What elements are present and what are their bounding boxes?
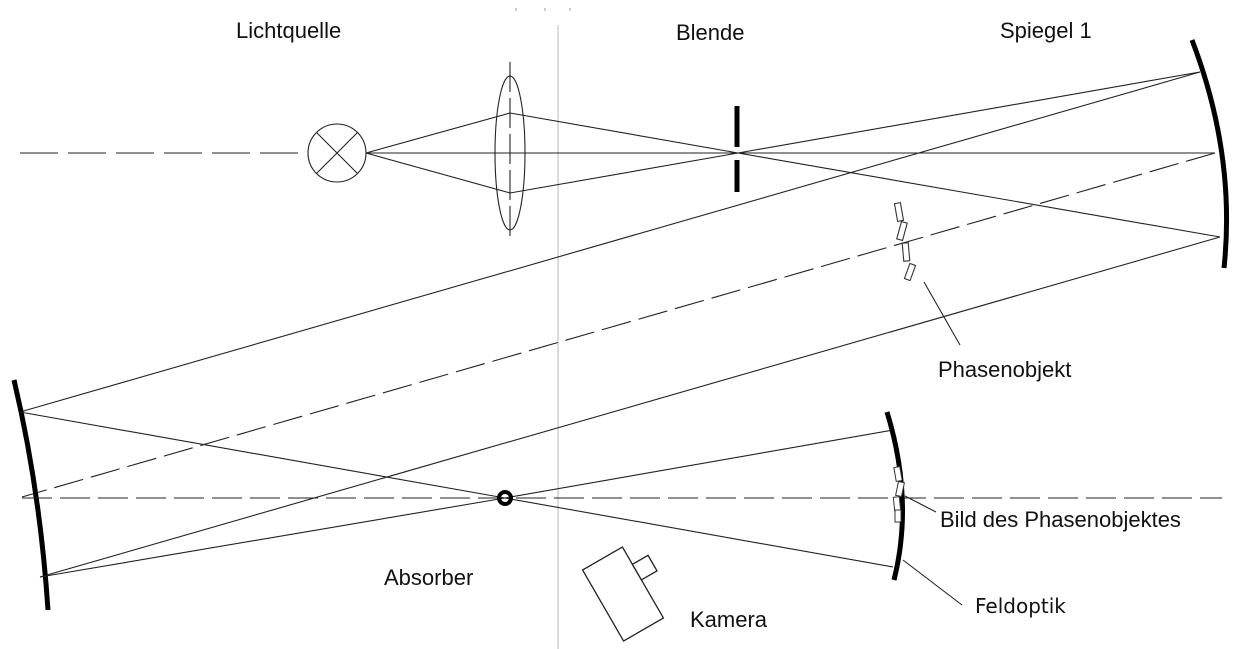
label-camera: Kamera	[690, 607, 768, 632]
converging-rays	[19, 411, 894, 578]
aperture-to-mirror1-rays	[737, 71, 1221, 238]
phase-object-image-icon	[892, 466, 905, 523]
label-mirror-1: Spiegel 1	[1000, 18, 1092, 43]
phase-object-pointer	[923, 281, 961, 346]
label-field-optics: Feldoptik	[975, 594, 1066, 618]
label-phase-object: Phasenobjekt	[938, 357, 1071, 382]
phase-object-image-pointer	[904, 495, 937, 513]
illumination-rays	[365, 112, 739, 194]
absorber-icon	[497, 490, 513, 506]
condenser-lens-icon	[494, 62, 526, 240]
mirror-1	[1189, 39, 1230, 269]
label-light-source: Lichtquelle	[236, 18, 341, 43]
phase-object-icon	[893, 201, 917, 282]
camera-icon	[581, 546, 665, 642]
field-optics-mirror	[884, 411, 906, 581]
label-aperture: Blende	[676, 20, 745, 45]
top-tick-marks	[515, 8, 571, 11]
light-source-icon	[307, 123, 367, 183]
label-absorber: Absorber	[384, 565, 473, 590]
label-image-of-phase-object: Bild des Phasenobjektes	[940, 507, 1181, 532]
parallel-beam-rays	[19, 71, 1221, 578]
mirror-2	[11, 379, 51, 611]
field-optics-pointer	[902, 559, 963, 606]
diagonal-dashed-axis	[21, 152, 1216, 498]
